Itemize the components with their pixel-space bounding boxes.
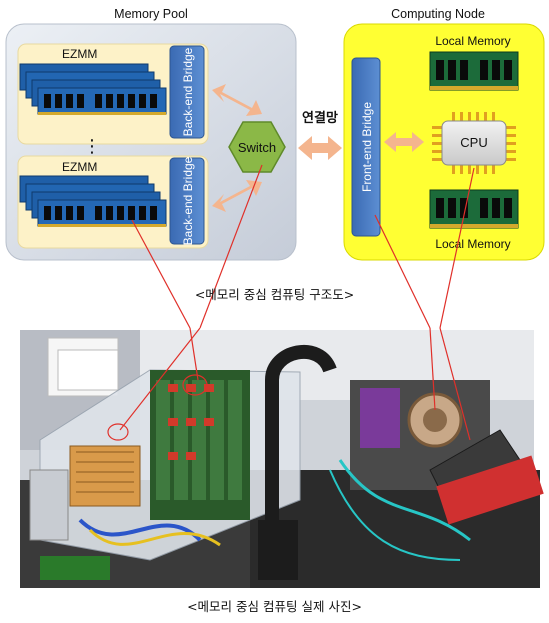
memory-pool-title: Memory Pool [114,7,188,21]
ellipsis: ⋮ [83,136,101,156]
frontend-bridge [351,57,381,237]
dimm-stack-bottom [19,175,167,227]
network-link: 연결망 [298,110,342,160]
local-memory-bottom-label: Local Memory [435,237,510,251]
backend-bridge-bottom [169,157,205,245]
backend-bridge-label-bottom: Back-end Bridge [181,156,195,245]
ezmm-module-top: EZMM Back-end Bridge [17,43,209,145]
computing-node-title: Computing Node [391,7,485,21]
system-photo [20,328,544,588]
structure-caption: <메모리 중심 컴퓨팅 구조도> [194,287,355,302]
switch: Switch [228,121,286,173]
local-memory-dimm-bottom [429,189,519,229]
frontend-bridge-label: Front-end Bridge [360,102,374,192]
leader-lines [131,164,475,328]
computing-node: Computing Node Front-end Bridge CPU [343,7,545,261]
ezmm-label-top: EZMM [62,47,97,61]
switch-label: Switch [238,140,276,155]
photo-caption: <메모리 중심 컴퓨팅 실제 사진> [187,599,362,614]
backend-bridge-label-top: Back-end Bridge [181,47,195,136]
memory-pool-rig [29,369,301,580]
cpu-label: CPU [460,135,487,150]
local-memory-top-label: Local Memory [435,34,510,48]
dimm-stack-top [19,63,167,115]
architecture-diagram: Memory Pool EZMM Back-end Bridg [5,7,545,328]
local-memory-dimm-top [429,51,519,91]
computing-node-rig [329,380,544,561]
backend-bridge-top [169,45,205,139]
photo-pointers [107,328,471,441]
memory-pool: Memory Pool EZMM Back-end Bridg [5,7,297,261]
cpu: CPU [432,112,516,174]
bridge-cpu-arrow [384,132,424,152]
cable-stand [265,345,337,520]
ezmm-label-bottom: EZMM [62,160,97,174]
network-label: 연결망 [302,110,338,125]
bridge-switch-arrows [212,84,262,212]
ezmm-module-bottom: EZMM Back-end Bridge [17,155,209,249]
